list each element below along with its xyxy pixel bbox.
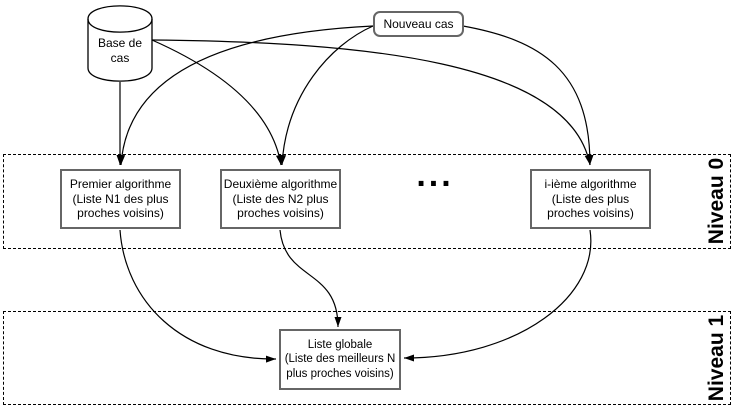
edge-newcase-to-second-algorithm [279, 25, 374, 166]
ellipsis-label: ... [416, 156, 454, 194]
edge-newcase-to-ith-algorithm [462, 25, 594, 166]
database-cylinder-rim [87, 18, 153, 33]
level-0-band [3, 154, 731, 249]
level-0-label: Niveau 0 [705, 157, 728, 245]
level-1-band [3, 311, 731, 405]
level-1-label: Niveau 1 [705, 314, 728, 402]
ith-algorithm-node: i-ième algorithme (Liste des plus proche… [530, 169, 651, 229]
first-algorithm-node: Premier algorithme (Liste N1 des plus pr… [60, 169, 181, 229]
database-label: Base de cas [97, 36, 143, 65]
database-cylinder-shape [87, 5, 153, 82]
edge-ith-algorithm-to-global-list [403, 229, 592, 362]
edge-newcase-to-first-algorithm [118, 25, 374, 166]
edge-database-to-ith-algorithm [151, 39, 592, 166]
global-list-node: Liste globale (Liste des meilleurs N plu… [279, 329, 401, 390]
second-algorithm-node: Deuxième algorithme (Liste des N2 plus p… [220, 169, 341, 229]
new-case-node: Nouveau cas [373, 11, 464, 37]
edge-second-algorithm-to-global-list [279, 229, 342, 328]
edge-database-to-second-algorithm [151, 39, 283, 166]
edge-first-algorithm-to-global-list [119, 229, 277, 363]
